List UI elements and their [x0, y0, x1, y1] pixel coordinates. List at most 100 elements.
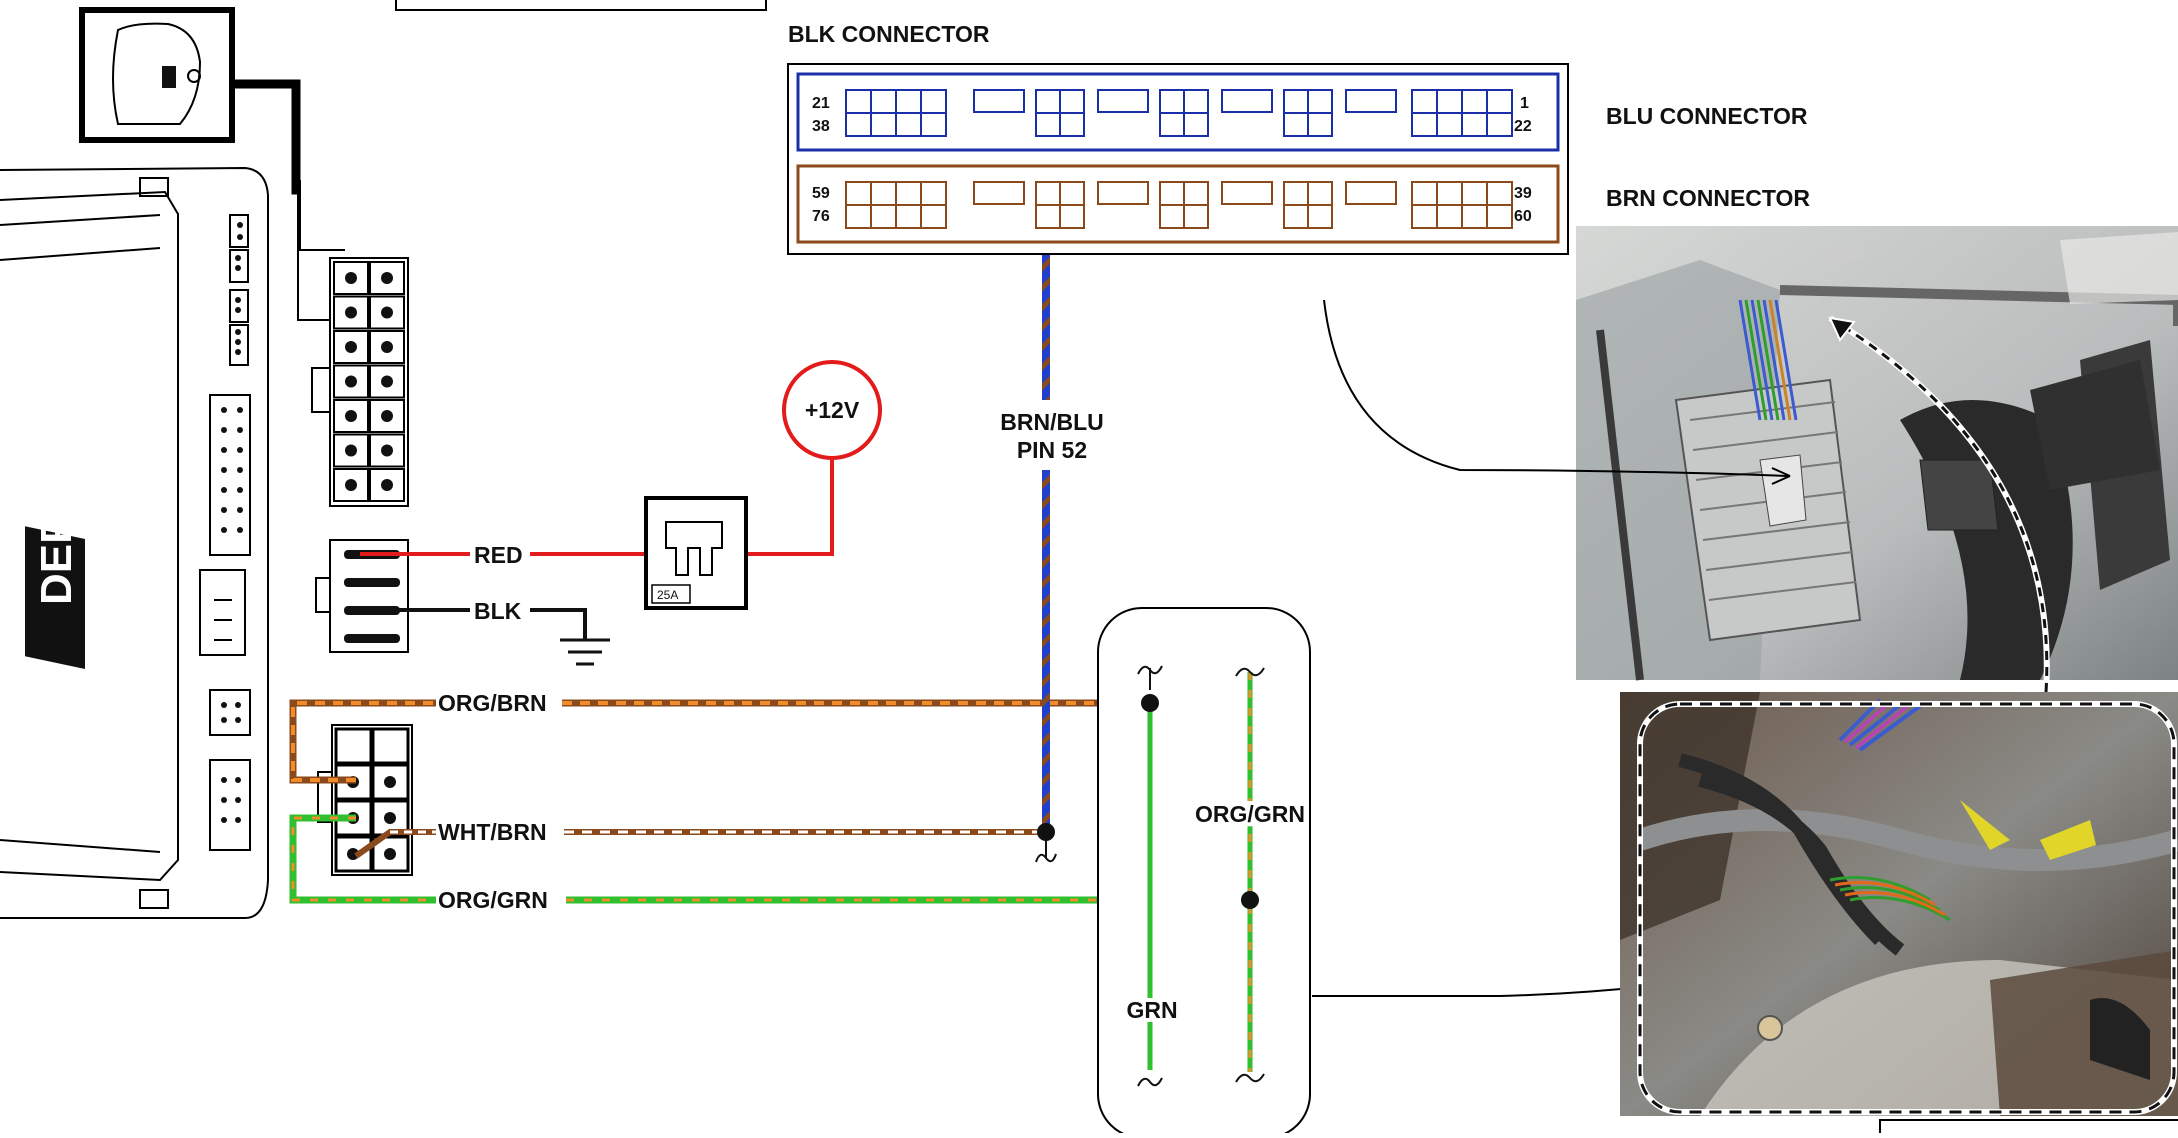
blk-wire: BLK [360, 598, 610, 666]
antenna-module [79, 7, 345, 321]
connector-cell [1059, 181, 1085, 206]
connector-cell [1035, 181, 1061, 206]
connector-cell [845, 89, 872, 114]
connector-pin [381, 341, 393, 353]
red-wire: RED [360, 460, 834, 568]
brn-pin-59: 59 [812, 185, 830, 202]
connector-cell [1411, 89, 1438, 114]
connector-cell [845, 204, 872, 229]
fuse: 25A [644, 496, 748, 610]
connector-cell [870, 89, 897, 114]
module-connector-diagram: BLK CONNECTOR 21 38 1 22 59 76 39 60 BLU… [787, 21, 1810, 255]
module-location-photo [1323, 226, 2178, 693]
wire-label-grn: GRN [1126, 997, 1177, 1023]
connector-cell [1307, 112, 1333, 137]
connector-cell [870, 204, 897, 229]
connector-cell [920, 89, 947, 114]
svg-text:DEFA: DEFA [32, 488, 81, 605]
connector-pin [345, 410, 357, 422]
connector-cavity [369, 468, 405, 502]
connector-cell [1283, 89, 1309, 114]
connector-cell [1411, 112, 1438, 137]
power-connector [315, 539, 409, 653]
connector-cell [1159, 89, 1185, 114]
wire-label-wht-brn: WHT/BRN [438, 819, 547, 845]
wht-brn-wire: WHT/BRN [354, 819, 1046, 859]
connector-cavity [371, 727, 410, 765]
connector-pin [384, 776, 396, 788]
connector-slot [1221, 181, 1273, 205]
blk-connector-label: BLK CONNECTOR [788, 21, 990, 47]
connector-cell [895, 112, 922, 137]
connector-cell [1035, 112, 1061, 137]
wire-label-org-brn: ORG/BRN [438, 690, 547, 716]
connector-cell [1461, 112, 1488, 137]
connector-cell [1183, 89, 1209, 114]
connector-slot [973, 181, 1025, 205]
connector-slot [1097, 89, 1149, 113]
connector-pin [381, 410, 393, 422]
wire-label-blk: BLK [474, 598, 522, 624]
connector-cell [1486, 112, 1513, 137]
connector-cell [1159, 181, 1185, 206]
connector-pin [345, 444, 357, 457]
connector-cell [1461, 204, 1488, 229]
harness-location-photo [1620, 692, 2178, 1116]
connector-slot [1345, 89, 1397, 113]
connector-cell [1411, 181, 1438, 206]
connector-cell [1059, 204, 1085, 229]
connector-pin [381, 375, 393, 388]
connector-pin [345, 341, 357, 353]
connector-cell [1436, 89, 1463, 114]
connector-pin [345, 375, 357, 388]
connector-cell [1183, 112, 1209, 137]
connector-cell [1035, 89, 1061, 114]
connector-cell [1183, 204, 1209, 229]
connector-cell [895, 89, 922, 114]
power-label: +12V [805, 397, 860, 423]
connector-cavity [334, 727, 373, 765]
connector-pin [381, 444, 393, 457]
brn-pin-39: 39 [1514, 185, 1532, 202]
wire-label-pin52: PIN 52 [1017, 437, 1087, 463]
connector-pin [347, 848, 359, 860]
connector-cell [1283, 181, 1309, 206]
connector-pin [345, 479, 357, 491]
connector-cell [1436, 181, 1463, 206]
main-harness-connector [311, 257, 409, 507]
defa-logo: DEFA [25, 488, 85, 669]
connector-cell [1461, 181, 1488, 206]
connector-cell [1436, 204, 1463, 229]
brn-pin-60: 60 [1514, 208, 1532, 225]
blu-pin-1: 1 [1520, 95, 1529, 112]
wire-label-brn-blu: BRN/BLU [1000, 409, 1104, 435]
power-source: +12V [782, 360, 882, 460]
connector-cell [1307, 89, 1333, 114]
connector-cell [920, 204, 947, 229]
defa-control-unit: DEFA [0, 166, 269, 919]
connector-slot [1097, 181, 1149, 205]
connector-cell [895, 204, 922, 229]
connector-cell [1159, 204, 1185, 229]
connector-pin [381, 272, 393, 284]
connector-cell [1486, 89, 1513, 114]
connector-pin [381, 306, 393, 319]
connector-cell [1307, 204, 1333, 229]
wire-label-red: RED [474, 542, 523, 568]
connector-cell [1307, 181, 1333, 206]
door-harness-connector [317, 724, 413, 876]
connector-cell [845, 181, 872, 206]
connector-pin [345, 272, 357, 284]
connector-slot [973, 89, 1025, 113]
connector-pin [345, 306, 357, 319]
connector-cell [1436, 112, 1463, 137]
vehicle-wire-detail: ORG/GRN GRN [1097, 607, 1881, 1138]
connector-cell [870, 181, 897, 206]
brn-pin-76: 76 [812, 208, 830, 225]
module-housing [1674, 378, 1862, 642]
connector-slot [1221, 89, 1273, 113]
connector-cell [920, 181, 947, 206]
brn-blu-wire: BRN/BLU PIN 52 [1000, 184, 1104, 863]
wire-label-org-grn-vehicle: ORG/GRN [1195, 801, 1305, 827]
